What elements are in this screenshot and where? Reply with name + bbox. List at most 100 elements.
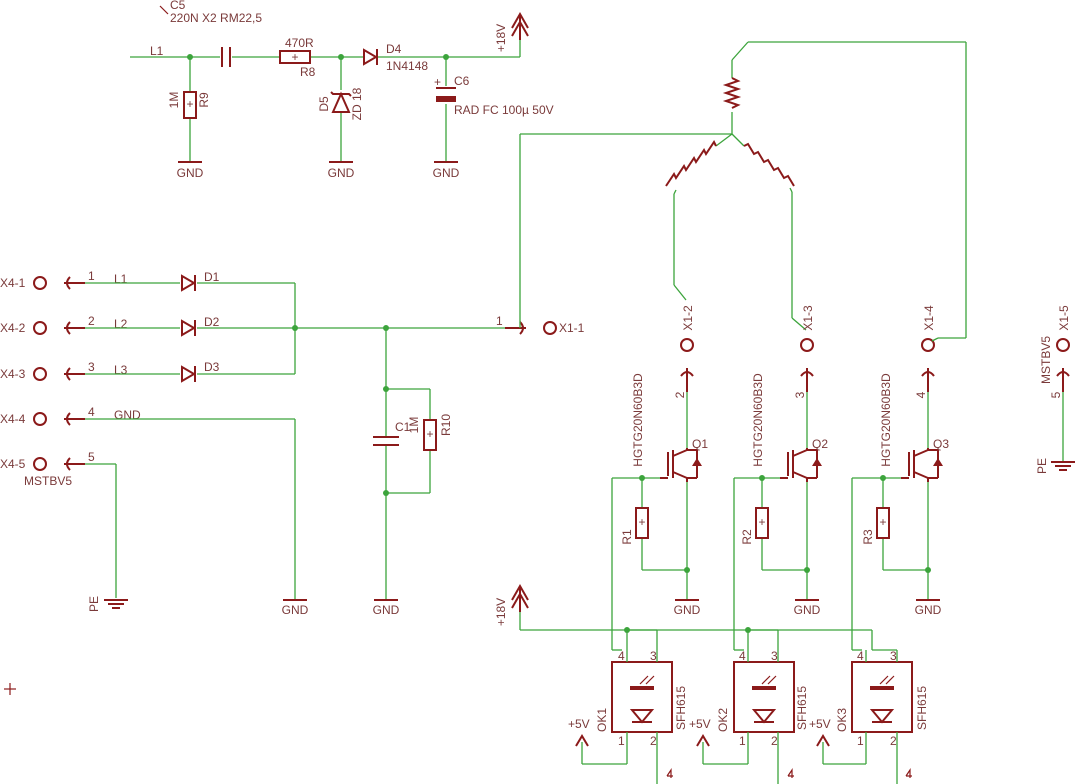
x1-2-label: X1-2 (681, 305, 695, 331)
q3-name-label: Q3 (933, 437, 949, 451)
pin-number: 3 (793, 391, 807, 398)
capacitor-c6: + C6 RAD FC 100µ 50V (434, 74, 554, 117)
pin-number: 2 (673, 391, 687, 398)
pin-number: 2 (771, 734, 778, 748)
crosshair-cursor-icon (4, 683, 16, 695)
r9-plus-mark: + (186, 97, 193, 111)
diode-d4: D4 1N4148 (363, 42, 428, 73)
igbt-type-label: HGTG20N60B3D (751, 373, 765, 467)
ok1-name-label: OK1 (595, 708, 609, 732)
power-supply-section: C5 220N X2 RM22,5 L1 + 1M R9 + 470R R8 D… (130, 0, 554, 180)
resistor-r9: + 1M R9 (167, 91, 211, 119)
net-gnd-label: GND (114, 408, 141, 422)
igbt-q1-symbol: Q1 (660, 437, 708, 482)
x1-3-label: X1-3 (801, 305, 815, 331)
igbt-stage-q3: X1-4 4 HGTG20N60B3D Q3 (851, 305, 949, 651)
gnd-label: GND (674, 603, 701, 617)
resistor-r10: + 1M R10 (407, 414, 453, 451)
net-l2-label: L2 (114, 317, 128, 331)
r1-plus-mark: + (638, 515, 645, 529)
connector-x4: X4-1 1 L1 X4-2 2 L2 X4-3 3 L3 X4 (0, 269, 309, 617)
igbt-stage-q2: X1-3 3 HGTG20N60B3D Q2 (733, 305, 828, 651)
filter-c1-r10: C1 + 1M R10 GND (373, 328, 453, 617)
d3-name-label: D3 (204, 360, 220, 374)
pin-number: 1 (496, 314, 503, 328)
diode-d1: D1 (181, 270, 220, 292)
igbt-q2-symbol: Q2 (780, 437, 828, 482)
x4-3-label: X4-3 (0, 367, 26, 381)
x1-4-label: X1-4 (922, 305, 936, 331)
plus5v-label: +5V (809, 717, 831, 731)
x1-5-label: X1-5 (1057, 305, 1071, 331)
r2-plus-mark: + (758, 515, 765, 529)
pin-number: 2 (890, 734, 897, 748)
r1-name-label: R1 (620, 529, 634, 545)
supply-18v-top: +18V (494, 11, 529, 52)
x4-pin-3: X4-3 3 L3 (0, 360, 180, 381)
r2-name-label: R2 (740, 529, 754, 545)
r9-value-label: 1M (167, 92, 181, 109)
q1-name-label: Q1 (692, 437, 708, 451)
c6-plus-mark: + (434, 75, 441, 89)
gnd-label: GND (282, 603, 309, 617)
igbt-type-label: HGTG20N60B3D (631, 373, 645, 467)
r3-name-label: R3 (861, 529, 875, 545)
pin-number: 4 (739, 649, 746, 663)
pin-number: 1 (88, 269, 95, 283)
r8-value-label: 470R (285, 36, 314, 50)
resistor-r3: + R3 (861, 507, 890, 545)
c6-name-label: C6 (454, 74, 470, 88)
connector-x1-5: X1-5 MSTBV5 5 PE (1035, 305, 1075, 474)
igbt-type-label: HGTG20N60B3D (879, 373, 893, 467)
q2-name-label: Q2 (812, 437, 828, 451)
plus5v-label: +5V (568, 717, 590, 731)
resistor-r2: + R2 (740, 507, 769, 545)
supply-bottom-label: +18V (494, 598, 508, 626)
pin-number: 3 (771, 649, 778, 663)
pin-number: 5 (1049, 391, 1063, 398)
gnd-q3: GND (915, 599, 942, 617)
ok3-name-label: OK3 (835, 708, 849, 732)
pin-number: 4 (88, 405, 95, 419)
pin-number: 3 (890, 649, 897, 663)
c5-name-label: C5 (170, 0, 186, 12)
r10-name-label: R10 (439, 414, 453, 436)
diode-d3: D3 (181, 360, 220, 383)
x4-pin-1: X4-1 1 L1 (0, 269, 180, 290)
gnd-r9: GND (177, 161, 204, 180)
c6-value-label: RAD FC 100µ 50V (454, 103, 554, 117)
x1-1-label: X1-1 (559, 321, 585, 335)
igbt-stage-q1: X1-2 2 HGTG20N60B3D Q1 (611, 305, 708, 651)
l1-net-label: L1 (150, 44, 164, 58)
capacitor-c5: C5 220N X2 RM22,5 (159, 0, 262, 67)
igbt-q3-symbol: Q3 (901, 437, 949, 482)
pin-number: 1 (739, 734, 746, 748)
diode-d2: D2 (181, 315, 220, 337)
d4-value-label: 1N4148 (386, 59, 428, 73)
net-l3-label: L3 (114, 363, 128, 377)
pe-label: PE (1035, 458, 1049, 474)
zener-d5: D5 ZD 18 (317, 87, 364, 120)
rectifier-diodes: D1 D2 D3 (181, 270, 510, 383)
x4-5-label: X4-5 (0, 457, 26, 471)
ok2-name-label: OK2 (716, 708, 730, 732)
supply-18v-bottom: +18V (494, 583, 529, 626)
d5-name-label: D5 (317, 96, 331, 112)
gnd-c1: GND (373, 599, 400, 617)
gnd-c6: GND (433, 161, 460, 180)
connector-x1-1: 1 X1-1 (496, 133, 732, 335)
gnd-label: GND (177, 166, 204, 180)
gnd-label: GND (915, 603, 942, 617)
x4-pin-5: X4-5 5 MSTBV5 (0, 450, 117, 598)
pin-number: 2 (88, 314, 95, 328)
mstbv5-label: MSTBV5 (1039, 336, 1053, 384)
gnd-q1: GND (674, 599, 701, 617)
sfh615-label: SFH615 (795, 686, 809, 730)
supply-top-label: +18V (494, 24, 508, 52)
optocoupler-ok2: 4 3 1 2 OK2 SFH615 +5V (689, 629, 809, 784)
capacitor-c1: C1 (373, 420, 411, 446)
d5-value-label: ZD 18 (350, 87, 364, 120)
x4-pin-2: X4-2 2 L2 (0, 314, 180, 335)
gnd-label: GND (794, 603, 821, 617)
